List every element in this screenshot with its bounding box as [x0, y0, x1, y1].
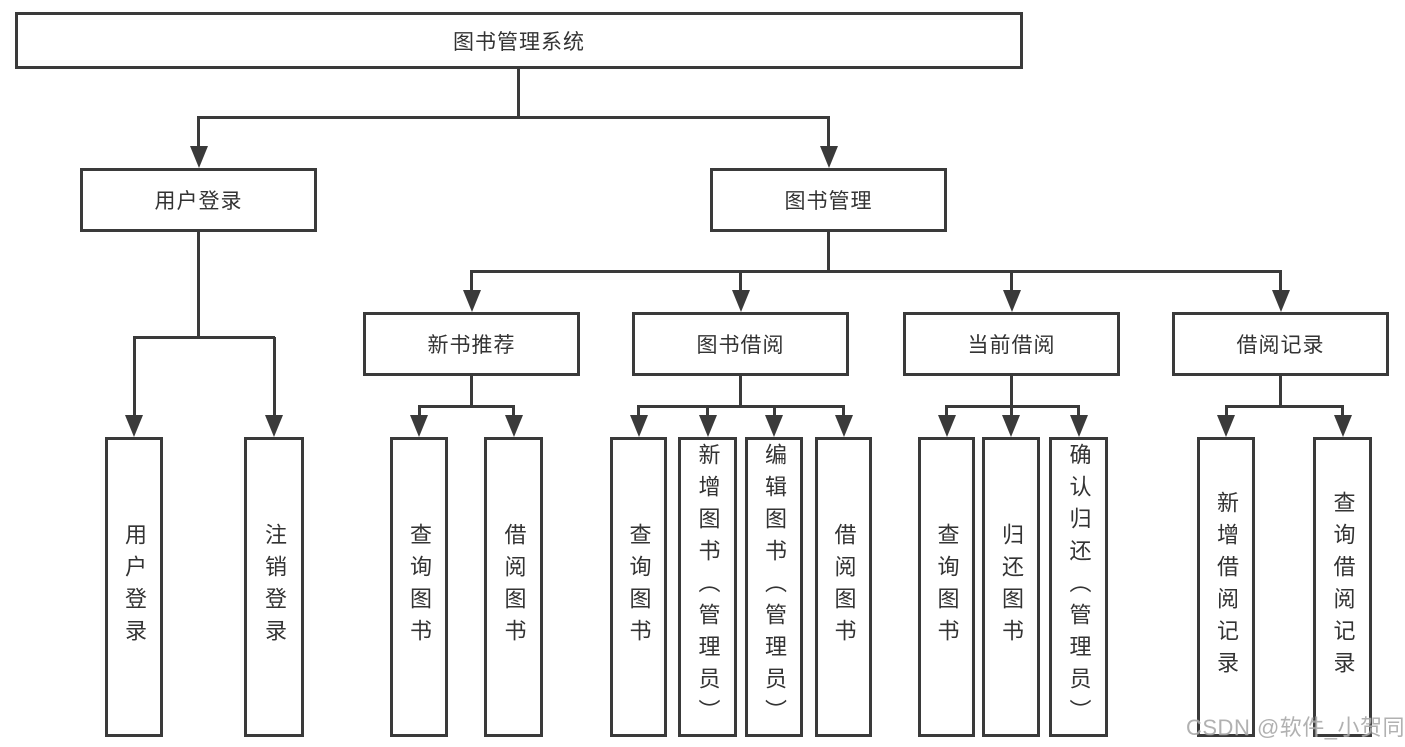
leaf-borrow-books-2-label: 借阅图书: [831, 523, 857, 651]
connector-line: [517, 69, 520, 118]
arrow-down-icon: [1334, 415, 1352, 437]
leaf-query-books-1-label: 查询图书: [407, 523, 432, 651]
leaf-confirm-return-admin: 确认归还（管理员）: [1049, 437, 1108, 737]
connector-line: [470, 270, 1282, 273]
connector-line: [1341, 406, 1344, 417]
connector-line: [637, 405, 845, 408]
arrow-down-icon: [265, 415, 283, 437]
leaf-add-books-admin: 新增图书（管理员）: [678, 437, 737, 737]
arrow-down-icon: [410, 415, 428, 437]
node-user-login-label: 用户登录: [154, 190, 243, 213]
leaf-query-books-1: 查询图书: [390, 437, 448, 737]
leaf-add-borrow-record: 新增借阅记录: [1197, 437, 1255, 737]
connector-line: [739, 271, 742, 292]
connector-line: [1010, 406, 1013, 417]
connector-line: [133, 336, 275, 339]
connector-line: [273, 337, 276, 417]
leaf-edit-books-admin-label: 编辑图书（管理员）: [762, 443, 787, 731]
arrow-down-icon: [463, 290, 481, 312]
arrow-down-icon: [1272, 290, 1290, 312]
leaf-query-borrow-record-label: 查询借阅记录: [1330, 491, 1356, 683]
leaf-add-books-admin-label: 新增图书（管理员）: [695, 443, 721, 731]
leaf-borrow-books-1-label: 借阅图书: [501, 523, 527, 651]
arrow-down-icon: [732, 290, 750, 312]
leaf-return-books: 归还图书: [982, 437, 1040, 737]
connector-line: [1279, 271, 1282, 292]
connector-line: [197, 116, 830, 119]
arrow-down-icon: [938, 415, 956, 437]
connector-line: [1279, 376, 1282, 407]
node-book-borrow: 图书借阅: [632, 312, 849, 376]
connector-line: [197, 117, 200, 148]
connector-line: [512, 406, 515, 417]
leaf-user-login-label: 用户登录: [122, 523, 147, 651]
connector-line: [418, 405, 515, 408]
node-new-book-recommend: 新书推荐: [363, 312, 580, 376]
leaf-query-books-3-label: 查询图书: [934, 523, 960, 651]
connector-line: [1077, 406, 1080, 417]
leaf-return-books-label: 归还图书: [999, 523, 1024, 651]
leaf-borrow-books-1: 借阅图书: [484, 437, 543, 737]
node-borrow-record: 借阅记录: [1172, 312, 1389, 376]
connector-line: [945, 406, 948, 417]
leaf-logout-label: 注销登录: [262, 523, 287, 651]
connector-line: [1010, 376, 1013, 407]
connector-line: [637, 406, 640, 417]
arrow-down-icon: [835, 415, 853, 437]
arrow-down-icon: [190, 146, 208, 168]
arrow-down-icon: [1003, 290, 1021, 312]
connector-line: [470, 376, 473, 407]
node-current-borrow-label: 当前借阅: [967, 334, 1056, 357]
node-new-book-recommend-label: 新书推荐: [427, 334, 516, 357]
arrow-down-icon: [1217, 415, 1235, 437]
connector-line: [827, 232, 830, 272]
csdn-watermark: CSDN @软件_小贺同学: [1186, 715, 1405, 740]
connector-line: [1225, 406, 1228, 417]
node-borrow-record-label: 借阅记录: [1236, 334, 1325, 357]
connector-line: [739, 376, 742, 407]
arrow-down-icon: [1070, 415, 1088, 437]
leaf-logout: 注销登录: [244, 437, 304, 737]
connector-line: [827, 117, 830, 148]
leaf-query-books-2-label: 查询图书: [626, 523, 652, 651]
leaf-add-borrow-record-label: 新增借阅记录: [1214, 491, 1239, 683]
leaf-query-borrow-record: 查询借阅记录: [1313, 437, 1372, 737]
connector-line: [1010, 271, 1013, 292]
arrow-down-icon: [820, 146, 838, 168]
node-user-login: 用户登录: [80, 168, 317, 232]
node-book-management-label: 图书管理: [784, 190, 873, 213]
leaf-borrow-books-2: 借阅图书: [815, 437, 872, 737]
node-book-borrow-label: 图书借阅: [696, 334, 785, 357]
connector-line: [1225, 405, 1344, 408]
connector-line: [706, 406, 709, 417]
arrow-down-icon: [125, 415, 143, 437]
connector-line: [773, 406, 776, 417]
node-root: 图书管理系统: [15, 12, 1023, 69]
arrow-down-icon: [1002, 415, 1020, 437]
connector-line: [418, 406, 421, 417]
arrow-down-icon: [765, 415, 783, 437]
leaf-edit-books-admin: 编辑图书（管理员）: [745, 437, 803, 737]
arrow-down-icon: [630, 415, 648, 437]
node-book-management: 图书管理: [710, 168, 947, 232]
connector-line: [197, 232, 200, 338]
connector-line: [842, 406, 845, 417]
leaf-query-books-2: 查询图书: [610, 437, 667, 737]
node-current-borrow: 当前借阅: [903, 312, 1120, 376]
node-root-label: 图书管理系统: [453, 30, 585, 54]
leaf-confirm-return-admin-label: 确认归还（管理员）: [1066, 443, 1092, 731]
leaf-user-login: 用户登录: [105, 437, 163, 737]
connector-line: [133, 337, 136, 417]
connector-line: [470, 271, 473, 292]
arrow-down-icon: [505, 415, 523, 437]
arrow-down-icon: [699, 415, 717, 437]
leaf-query-books-3: 查询图书: [918, 437, 975, 737]
